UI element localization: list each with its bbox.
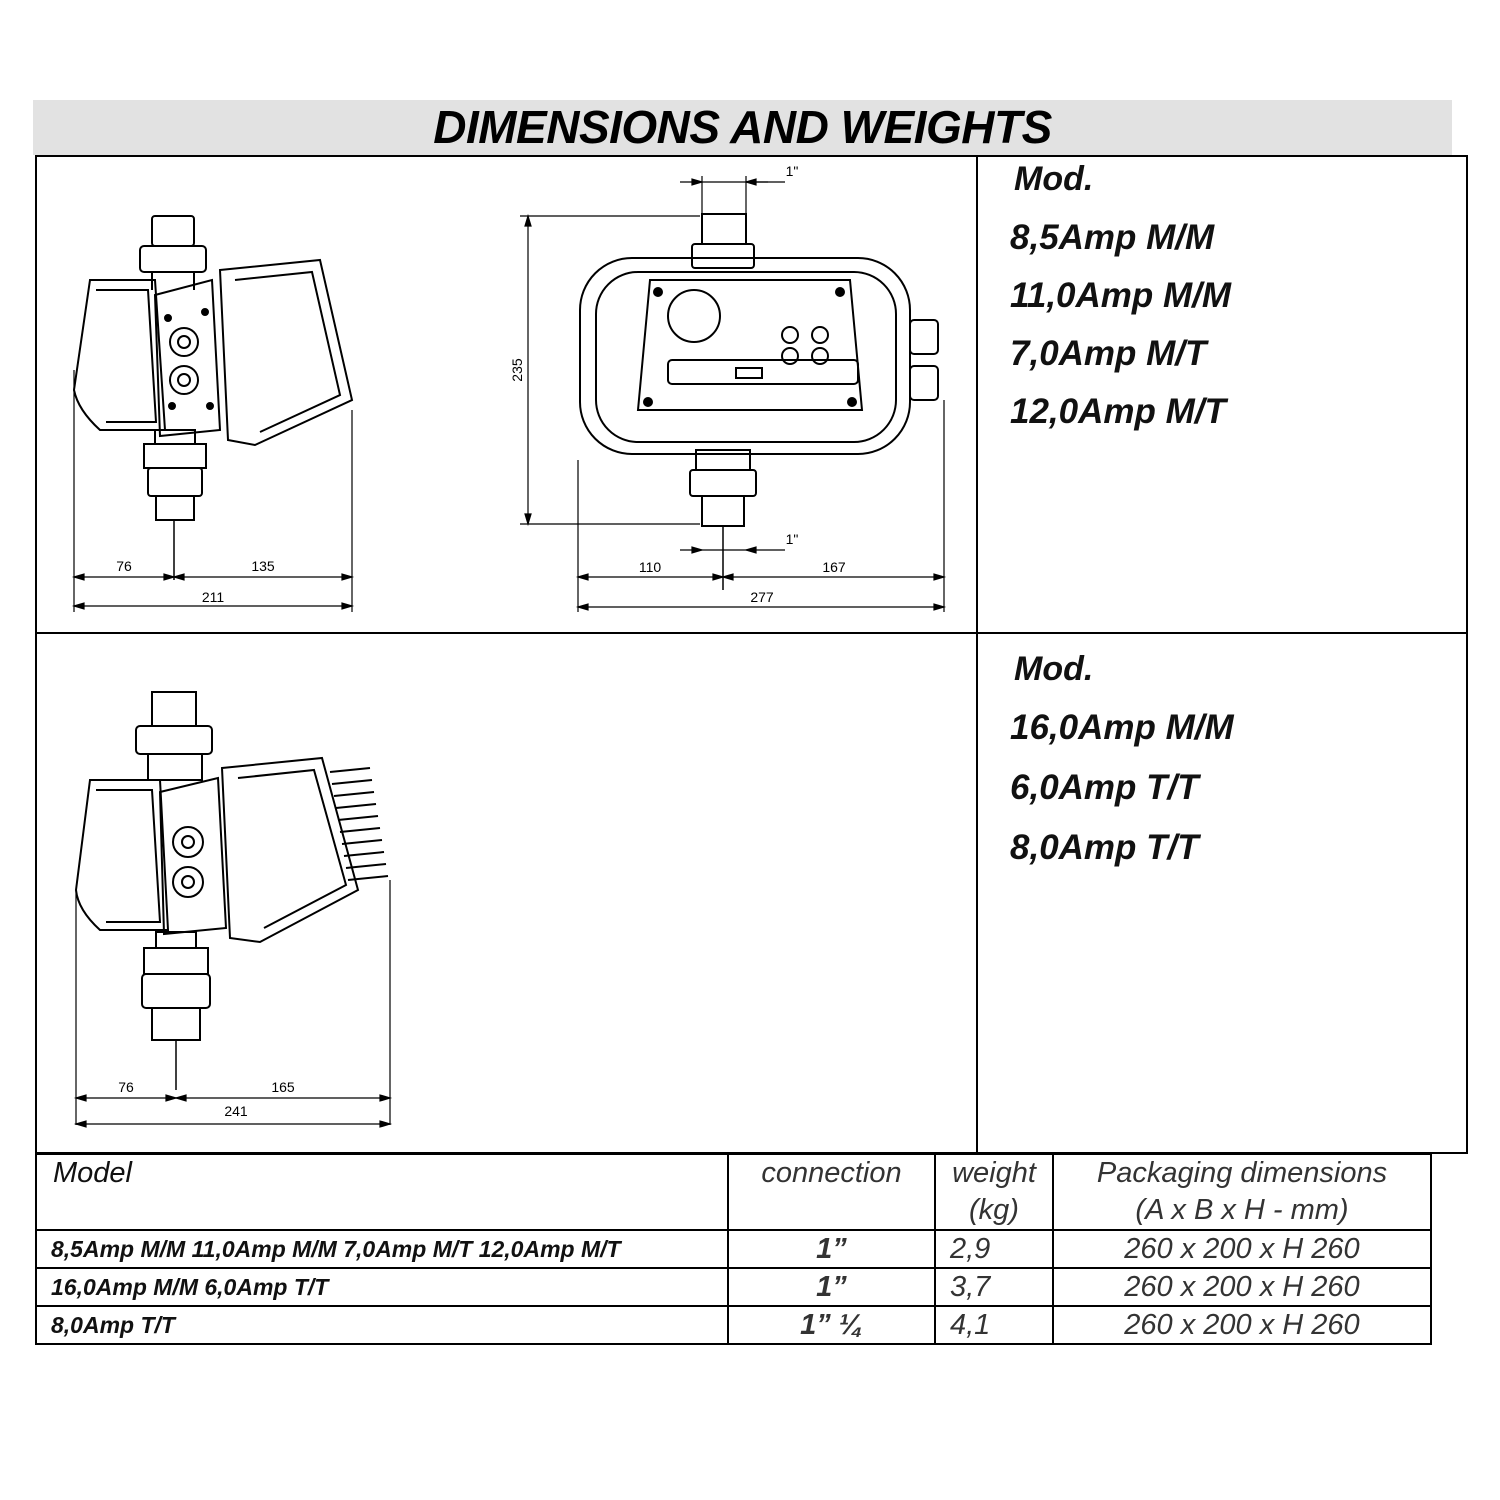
model-item: 16,0Amp M/M	[1010, 708, 1234, 747]
front-view-drawing: 1" 235 1" 110 167 277	[509, 163, 947, 612]
side2-dim-right: 165	[271, 1079, 295, 1095]
row-weight: 4,1	[934, 1305, 1054, 1345]
row-model: 16,0Amp M/M 6,0Amp T/T	[35, 1267, 729, 1307]
row-weight: 3,7	[934, 1267, 1054, 1307]
title-bar: DIMENSIONS AND WEIGHTS	[33, 100, 1452, 155]
section-2-models-box	[976, 632, 1468, 1154]
model-item: 11,0Amp M/M	[1010, 276, 1232, 315]
section-2-models: Mod. 16,0Amp M/M 6,0Amp T/T 8,0Amp T/T	[1010, 650, 1234, 888]
row-connection: 1”	[727, 1267, 936, 1307]
front-dim-height: 235	[509, 358, 525, 382]
front-dim-total: 277	[750, 589, 774, 605]
header-connection: connection	[727, 1153, 936, 1231]
model-item: 8,0Amp T/T	[1010, 828, 1199, 867]
row-packaging: 260 x 200 x H 260	[1052, 1305, 1432, 1345]
side2-dim-total: 241	[224, 1103, 248, 1119]
row-model: 8,5Amp M/M 11,0Amp M/M 7,0Amp M/T 12,0Am…	[35, 1229, 729, 1269]
row-connection: 1” ¼	[727, 1305, 936, 1345]
section-1-models: Mod. 8,5Amp M/M 11,0Amp M/M 7,0Amp M/T 1…	[1010, 160, 1231, 450]
table-row: 16,0Amp M/M 6,0Amp T/T 1” 3,7 260 x 200 …	[35, 1267, 1432, 1307]
page-title: DIMENSIONS AND WEIGHTS	[433, 101, 1052, 153]
front-dim-right: 167	[822, 559, 846, 575]
row-weight: 2,9	[934, 1229, 1054, 1269]
side2-dim-left: 76	[118, 1079, 134, 1095]
side-view-drawing: 76 135 211	[71, 215, 355, 612]
header-model: Model	[35, 1153, 729, 1231]
front-dim-bottom-conn: 1"	[786, 531, 799, 547]
row-model: 8,0Amp T/T	[35, 1305, 729, 1345]
side-view-drawing-2: 76 165 241	[73, 691, 393, 1128]
header-packaging-line1: Packaging dimensions	[1096, 1157, 1388, 1189]
header-weight: weight (kg)	[934, 1153, 1054, 1231]
model-item: 8,5Amp M/M	[1010, 218, 1215, 257]
table-row: 8,5Amp M/M 11,0Amp M/M 7,0Amp M/T 12,0Am…	[35, 1229, 1432, 1269]
header-packaging: Packaging dimensions (A x B x H - mm)	[1052, 1153, 1432, 1231]
header-packaging-line2: (A x B x H - mm)	[1135, 1194, 1349, 1226]
row-packaging: 260 x 200 x H 260	[1052, 1229, 1432, 1269]
front-dim-top-conn: 1"	[786, 163, 799, 179]
row-packaging: 260 x 200 x H 260	[1052, 1267, 1432, 1307]
table-row: 8,0Amp T/T 1” ¼ 4,1 260 x 200 x H 260	[35, 1305, 1432, 1345]
table-header-row: Model connection weight (kg) Packaging d…	[35, 1153, 1432, 1231]
model-item: 7,0Amp M/T	[1010, 334, 1207, 373]
front-dim-left: 110	[639, 559, 662, 575]
header-weight-line2: (kg)	[969, 1194, 1019, 1226]
row-connection: 1”	[727, 1229, 936, 1269]
model-item: 6,0Amp T/T	[1010, 768, 1199, 807]
spec-table: Model connection weight (kg) Packaging d…	[35, 1153, 1432, 1345]
side-dim-right: 135	[251, 558, 275, 574]
mod-label: Mod.	[1014, 160, 1094, 198]
side-dim-left: 76	[116, 558, 132, 574]
side-dim-total: 211	[202, 589, 225, 605]
model-item: 12,0Amp M/T	[1010, 392, 1226, 431]
mod-label: Mod.	[1014, 650, 1094, 688]
header-weight-line1: weight	[952, 1157, 1036, 1189]
